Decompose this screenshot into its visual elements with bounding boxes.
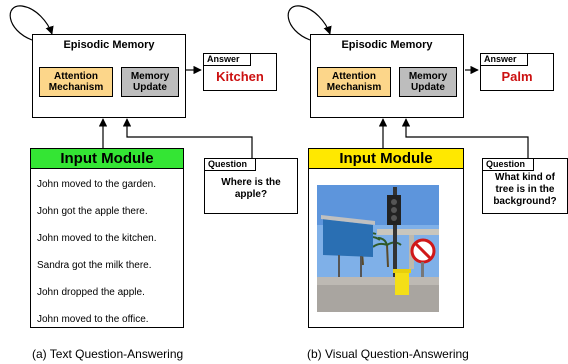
sentence: John moved to the garden. bbox=[37, 179, 156, 190]
right-question-box: Question What kind of tree is in the bac… bbox=[482, 158, 568, 214]
sentence: John moved to the office. bbox=[37, 314, 149, 325]
right-episodic-memory-title: Episodic Memory bbox=[341, 39, 433, 51]
left-question-text: Where is the apple? bbox=[221, 177, 281, 200]
right-answer-value: Palm bbox=[501, 69, 533, 84]
right-episodic-memory-box: Episodic Memory Attention Mechanism Memo… bbox=[310, 34, 464, 118]
left-input-module-title: Input Module bbox=[31, 149, 183, 169]
left-answer-value: Kitchen bbox=[216, 69, 264, 84]
right-input-module: Input Module bbox=[308, 148, 464, 328]
sentence: Sandra got the milk there. bbox=[37, 260, 152, 271]
right-memory-update: Memory Update bbox=[399, 67, 457, 97]
sentence: John got the apple there. bbox=[37, 206, 148, 217]
left-question-tab: Question bbox=[204, 158, 256, 171]
left-memory-update: Memory Update bbox=[121, 67, 179, 97]
left-loop-arrow bbox=[9, 5, 54, 41]
left-episodic-memory-box: Episodic Memory Attention Mechanism Memo… bbox=[32, 34, 186, 118]
right-answer-tab: Answer bbox=[480, 53, 528, 66]
left-answer-tab: Answer bbox=[203, 53, 251, 66]
left-attention-mechanism: Attention Mechanism bbox=[39, 67, 113, 97]
left-question-box: Question Where is the apple? bbox=[204, 158, 298, 214]
right-attention-mechanism: Attention Mechanism bbox=[317, 67, 391, 97]
right-input-module-title: Input Module bbox=[309, 149, 463, 169]
street-photo bbox=[317, 185, 439, 312]
left-caption: (a) Text Question-Answering bbox=[32, 347, 184, 361]
sentence: John dropped the apple. bbox=[37, 287, 145, 298]
sentence: John moved to the kitchen. bbox=[37, 233, 157, 244]
right-question-to-em-arrow bbox=[401, 118, 529, 158]
left-episodic-memory-title: Episodic Memory bbox=[63, 39, 155, 51]
right-question-tab: Question bbox=[482, 158, 534, 171]
left-input-module: Input Module John moved to the garden. J… bbox=[30, 148, 184, 328]
right-loop-arrow bbox=[287, 5, 332, 41]
left-answer-box: Answer Kitchen bbox=[203, 53, 277, 91]
right-answer-box: Answer Palm bbox=[480, 53, 554, 91]
left-question-to-em-arrow bbox=[122, 118, 253, 158]
right-question-text: What kind of tree is in the background? bbox=[493, 172, 557, 207]
right-caption: (b) Visual Question-Answering bbox=[307, 347, 469, 361]
